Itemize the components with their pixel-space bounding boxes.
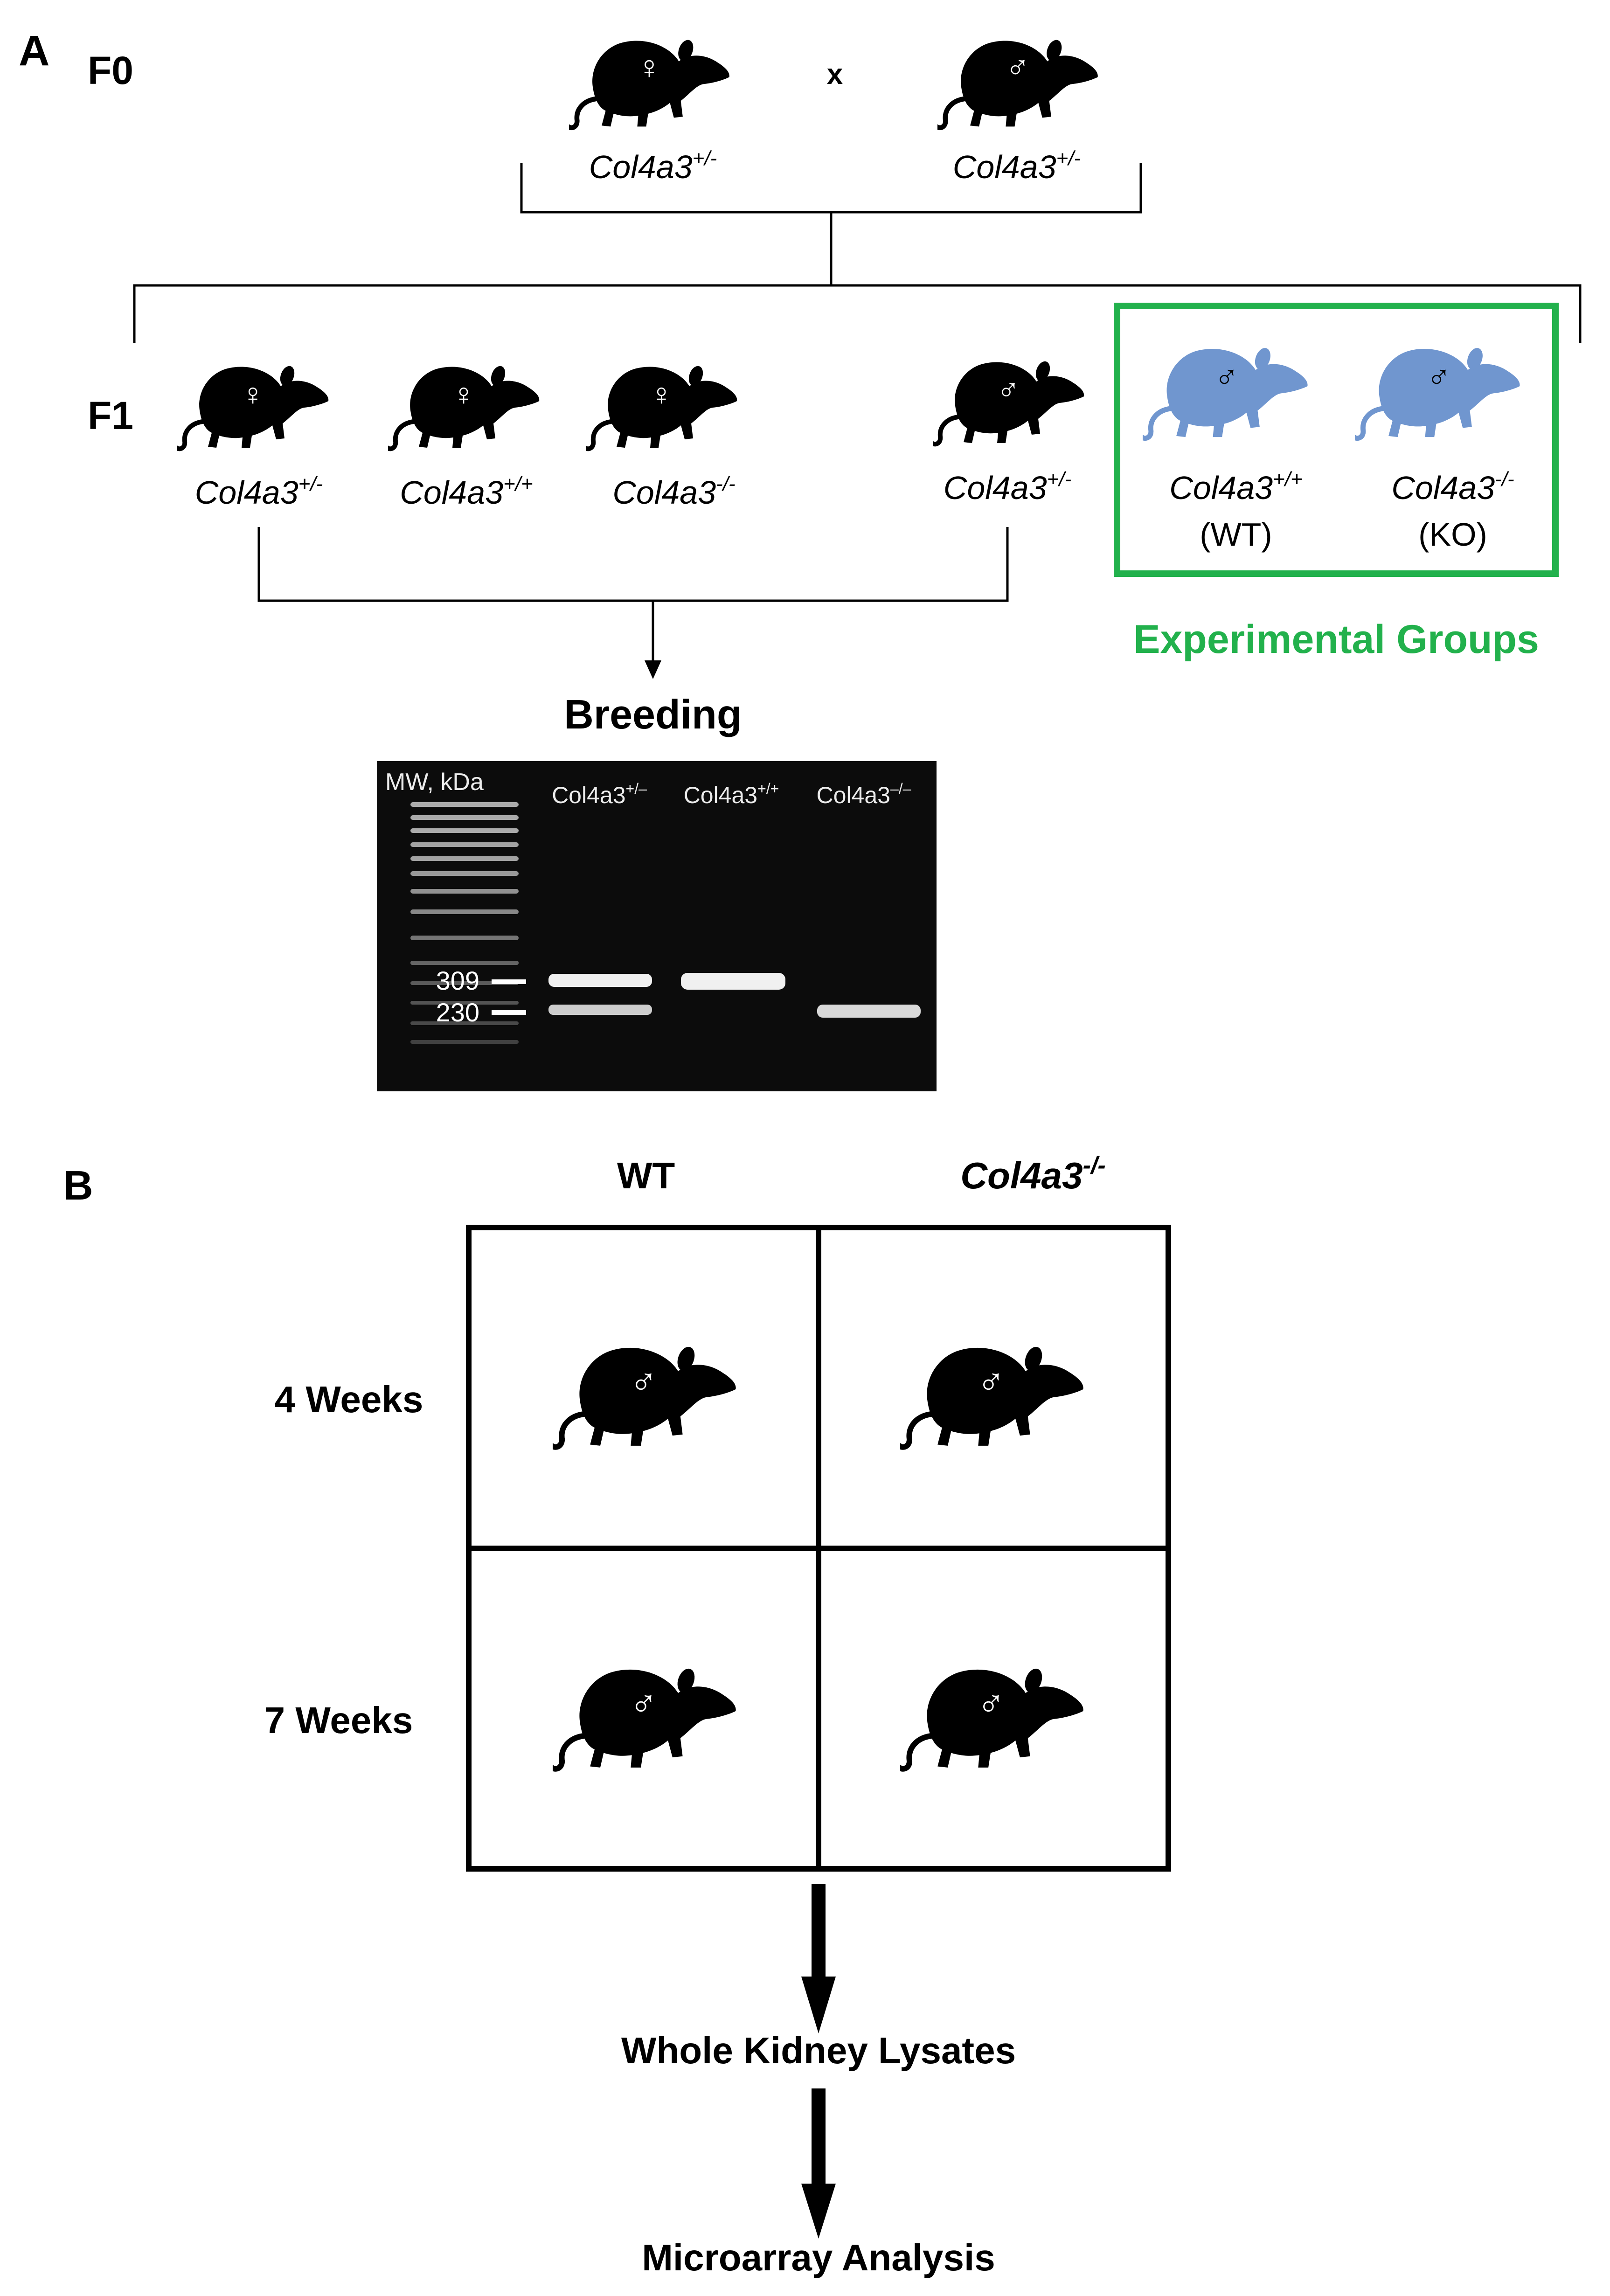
gel-marker-309: 309 (436, 966, 479, 995)
gel-band-wt-309 (681, 973, 785, 990)
breeding-label: Breeding (564, 691, 742, 737)
male-symbol-icon: ♂ (977, 1683, 1005, 1724)
pedigree-lines (133, 163, 1582, 343)
gel-marker-230: 230 (436, 998, 479, 1027)
male-symbol-icon: ♂ (1006, 49, 1030, 85)
experimental-ko-mouse: ♂ (1354, 346, 1520, 438)
experimental-groups-box (1114, 303, 1559, 577)
gel-sample-bands (548, 973, 921, 1018)
panel-b-label: B (63, 1162, 93, 1208)
experimental-ko-abbr: (KO) (1418, 516, 1487, 553)
experimental-wt-genotype: Col4a3+/+ (1169, 468, 1302, 506)
male-symbol-icon: ♂ (997, 372, 1020, 407)
f1-female-mouse-3: ♀ (585, 364, 737, 449)
f0-label: F0 (88, 49, 133, 92)
experimental-wt-abbr: (WT) (1200, 516, 1272, 553)
gel-lane-label-1: Col4a3+/– (552, 780, 647, 808)
grid-mouse-7w-wt: ♂ (552, 1666, 736, 1769)
step-microarray-analysis: Microarray Analysis (642, 2237, 995, 2278)
female-symbol-icon: ♀ (637, 49, 662, 85)
female-symbol-icon: ♀ (241, 377, 264, 411)
gel-band-het-309 (548, 974, 652, 987)
breeding-arrow-head (645, 660, 661, 679)
f1-genotype-3: Col4a3-/- (612, 472, 735, 511)
gel-band-het-230 (548, 1005, 652, 1015)
f1-female-mouse-1: ♀ (176, 364, 328, 449)
gel-lane-label-3: Col4a3–/– (817, 780, 911, 808)
gel-band-ko-230 (817, 1005, 921, 1018)
female-symbol-icon: ♀ (452, 377, 475, 411)
f1-female-mouse-2: ♀ (387, 364, 539, 449)
grid-mouse-4w-ko: ♂ (899, 1345, 1083, 1447)
row-label-4-weeks: 4 Weeks (275, 1379, 423, 1420)
male-symbol-icon: ♂ (977, 1361, 1005, 1402)
gel-marker-309-tick (492, 979, 526, 984)
f0-male-mouse: ♂ (937, 38, 1098, 128)
arrow-to-lysates (801, 1884, 836, 2033)
cross-symbol: x (827, 58, 843, 90)
f1-genotype-4: Col4a3+/- (944, 468, 1071, 506)
f1-label: F1 (88, 394, 133, 437)
grid-mouse-4w-wt: ♂ (552, 1345, 736, 1447)
f0-female-genotype: Col4a3+/- (589, 147, 717, 185)
gel-marker-230-tick (492, 1010, 526, 1015)
male-symbol-icon: ♂ (1214, 359, 1239, 395)
panel-a-label: A (19, 27, 49, 75)
experimental-grid (466, 1225, 1171, 1872)
male-symbol-icon: ♂ (630, 1361, 658, 1402)
f1-male-mouse: ♂ (932, 360, 1084, 444)
arrow-to-microarray (801, 2088, 836, 2239)
step-whole-kidney-lysates: Whole Kidney Lysates (621, 2030, 1016, 2071)
grid-mouse-7w-ko: ♂ (899, 1666, 1083, 1769)
gel-mw-label: MW, kDa (385, 769, 484, 796)
column-header-wt: WT (617, 1155, 675, 1196)
male-symbol-icon: ♂ (1427, 359, 1451, 395)
gel-image: MW, kDa Col4a3+/– Col4a3+/+ Col4a3–/– (377, 761, 937, 1091)
male-symbol-icon: ♂ (630, 1683, 658, 1724)
breeding-bracket (257, 527, 1009, 662)
gel-lane-label-2: Col4a3+/+ (684, 780, 779, 808)
female-symbol-icon: ♀ (650, 377, 673, 411)
f0-female-mouse: ♀ (568, 38, 729, 128)
column-header-ko: Col4a3-/- (960, 1152, 1105, 1196)
f1-genotype-1: Col4a3+/- (195, 472, 323, 511)
f1-genotype-2: Col4a3+/+ (400, 472, 533, 511)
gel-ladder (410, 802, 519, 1044)
experimental-groups-label: Experimental Groups (1133, 617, 1539, 662)
f0-male-genotype: Col4a3+/- (953, 147, 1081, 185)
experimental-ko-genotype: Col4a3-/- (1391, 468, 1514, 506)
row-label-7-weeks: 7 Weeks (264, 1699, 413, 1741)
experimental-wt-mouse: ♂ (1142, 346, 1308, 438)
